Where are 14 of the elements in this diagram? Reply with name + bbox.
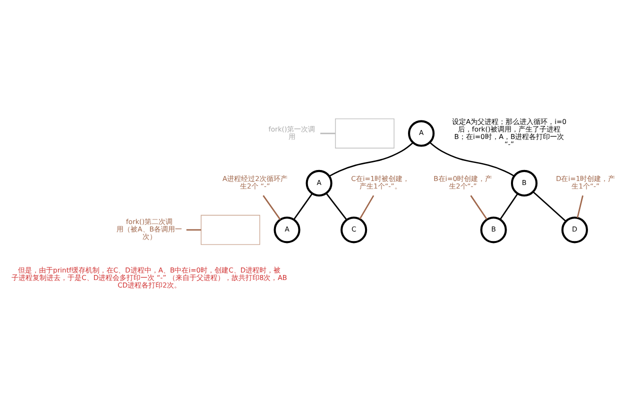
connector <box>326 192 348 220</box>
connector <box>532 190 566 222</box>
connector <box>500 192 518 220</box>
connector <box>328 142 414 176</box>
connector <box>320 132 336 134</box>
node-box <box>200 214 260 244</box>
connector <box>470 194 488 220</box>
node-box <box>335 118 394 148</box>
connector <box>262 194 281 220</box>
connector <box>293 192 313 220</box>
connector <box>576 194 584 218</box>
connector <box>429 141 515 176</box>
connector <box>186 228 202 230</box>
connector <box>359 194 374 219</box>
